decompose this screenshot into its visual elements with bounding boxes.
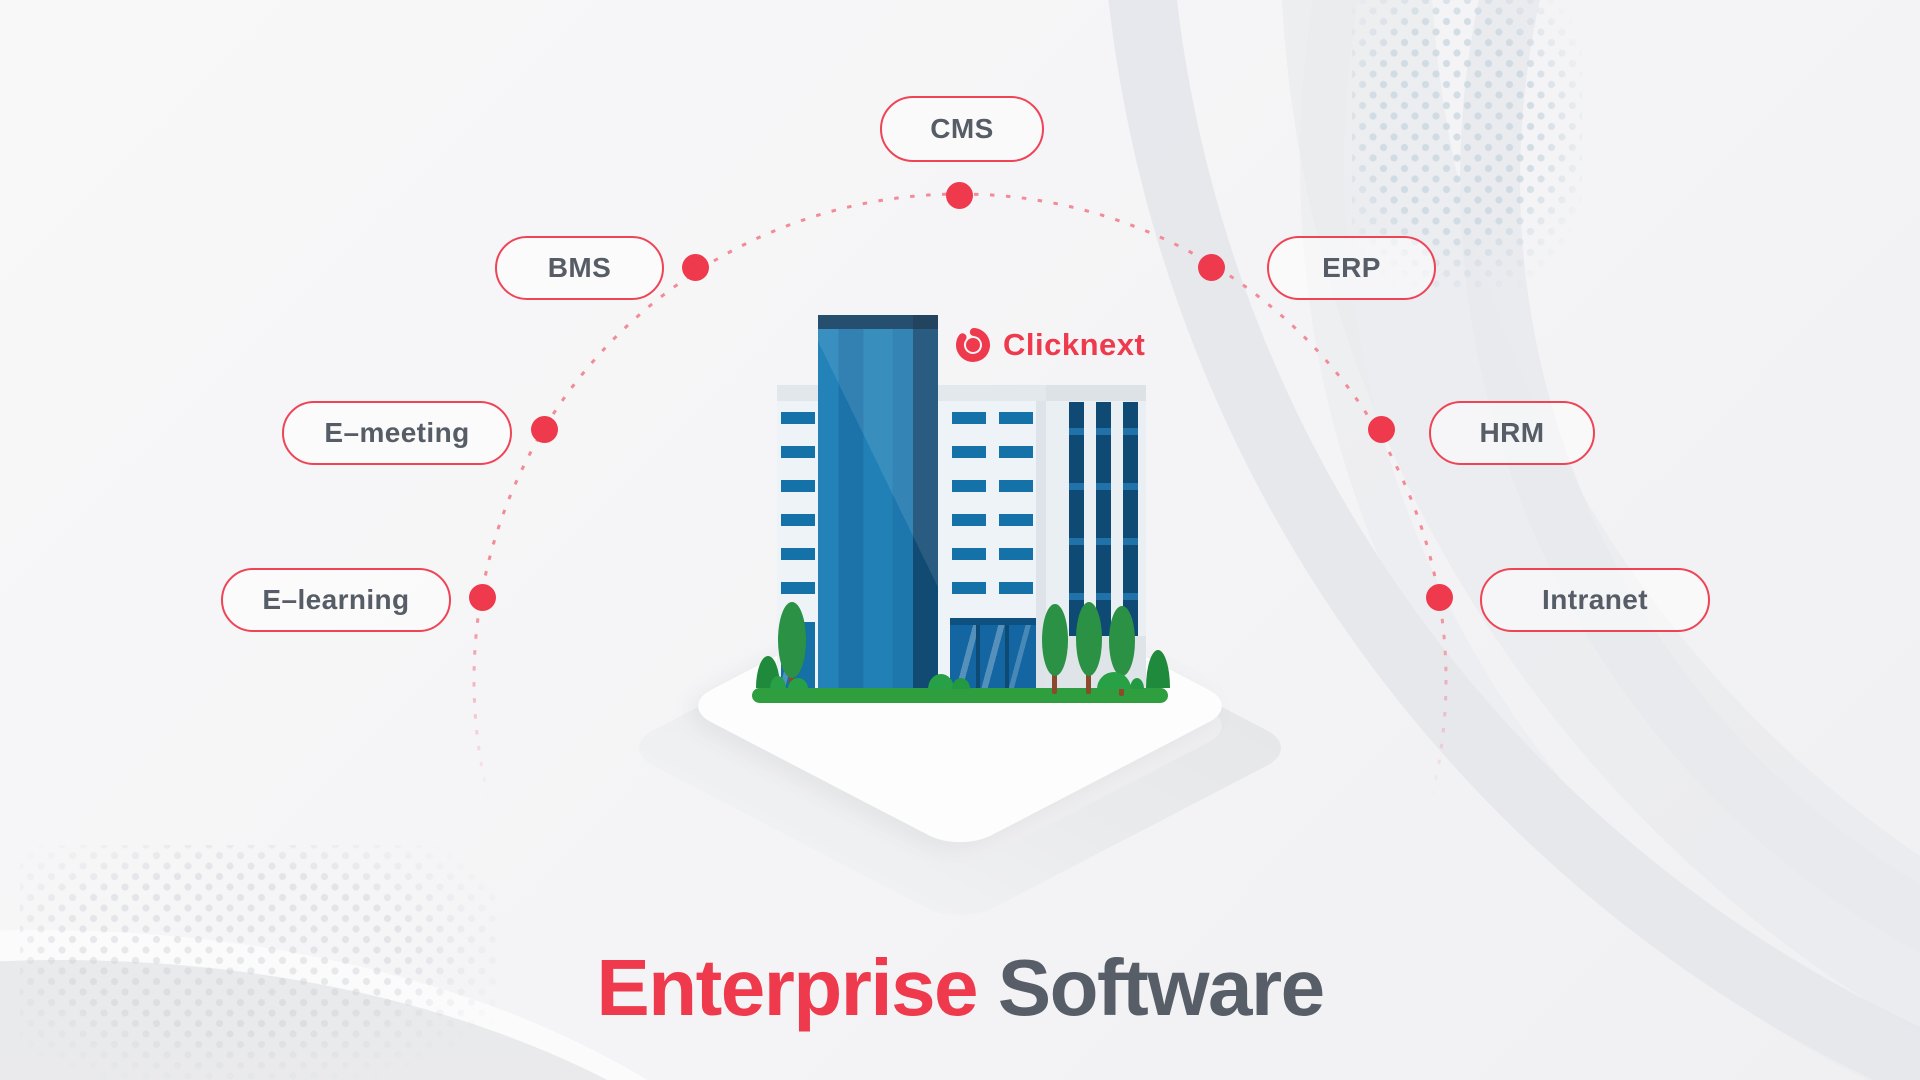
arc-dot-bms — [682, 254, 709, 281]
window-stripe — [1123, 428, 1138, 435]
window-bar — [952, 412, 986, 424]
window-bar — [952, 514, 986, 526]
window-bar — [781, 582, 815, 594]
tree — [1042, 604, 1068, 676]
window-stripe — [1123, 483, 1138, 490]
pill-cms: CMS — [880, 96, 1044, 162]
center-building — [938, 385, 1046, 702]
clicknext-ring-dot-icon — [956, 328, 990, 363]
tower-roof — [818, 315, 938, 329]
grass-strip — [752, 688, 1168, 703]
page-title: Enterprise Software — [0, 942, 1920, 1034]
roof-band — [938, 385, 1046, 401]
bush — [952, 678, 970, 689]
clicknext-logo-text: Clicknext — [1003, 327, 1146, 362]
window-pillar — [1123, 402, 1138, 636]
window-stripe — [1069, 538, 1084, 545]
entrance-glass — [950, 618, 1036, 696]
window-bar — [999, 446, 1033, 458]
window-stripe — [1096, 428, 1111, 435]
pill-intranet-label: Intranet — [1542, 584, 1648, 615]
window-bar — [999, 480, 1033, 492]
window-stripe — [1096, 538, 1111, 545]
blue-tower — [818, 315, 938, 702]
pill-e-meeting-label: E–meeting — [324, 417, 470, 448]
window-bar — [781, 514, 815, 526]
window-pillar — [1069, 402, 1084, 636]
window-stripe — [1069, 483, 1084, 490]
window-bar — [999, 548, 1033, 560]
window-bar — [781, 446, 815, 458]
arc-dot-e-meeting — [531, 416, 558, 443]
window-stripe — [1069, 593, 1084, 600]
title-rest: Software — [997, 943, 1325, 1032]
pill-bms-label: BMS — [547, 252, 612, 283]
pill-intranet: Intranet — [1480, 568, 1710, 632]
shrub — [1146, 650, 1170, 688]
bush — [928, 674, 954, 689]
window-bar — [952, 548, 986, 560]
arc-dot-e-learning — [469, 584, 496, 611]
roof-band — [1046, 385, 1146, 401]
tower-sheen — [818, 315, 938, 702]
pill-erp-label: ERP — [1322, 252, 1381, 283]
bush — [770, 676, 786, 689]
pill-erp: ERP — [1267, 236, 1436, 300]
entrance-mullion — [976, 625, 980, 696]
window-bar — [999, 412, 1033, 424]
arc-dot-erp — [1198, 254, 1225, 281]
pill-hrm-label: HRM — [1479, 417, 1545, 448]
pill-bms: BMS — [495, 236, 664, 300]
window-bar — [781, 548, 815, 560]
window-bar — [999, 582, 1033, 594]
arc-dot-hrm — [1368, 416, 1395, 443]
window-bar — [952, 582, 986, 594]
window-bar — [999, 514, 1033, 526]
bush — [788, 678, 808, 689]
clicknext-logo: Clicknext — [952, 324, 1145, 366]
window-bar — [952, 480, 986, 492]
tree — [1109, 606, 1135, 676]
pill-cms-label: CMS — [930, 113, 994, 144]
window-bar — [781, 412, 815, 424]
window-stripe — [1096, 483, 1111, 490]
wall-shadow — [1036, 401, 1046, 702]
arc-dot-cms — [946, 182, 973, 209]
window-pillar — [1096, 402, 1111, 636]
window-stripe — [1069, 428, 1084, 435]
office-building-illustration — [752, 306, 1176, 706]
window-stripe — [1123, 538, 1138, 545]
title-accent: Enterprise — [596, 943, 978, 1032]
entrance-mullion — [1005, 625, 1009, 696]
pill-e-learning-label: E–learning — [262, 584, 410, 615]
tree — [1076, 602, 1102, 676]
tree — [778, 602, 806, 678]
pill-e-learning: E–learning — [221, 568, 451, 632]
window-bar — [952, 446, 986, 458]
window-bar — [781, 480, 815, 492]
arc-dot-intranet — [1426, 584, 1453, 611]
window-stripe — [1123, 593, 1138, 600]
roof-band — [777, 385, 819, 401]
window-stripe — [1096, 593, 1111, 600]
pill-e-meeting: E–meeting — [282, 401, 512, 465]
pill-hrm: HRM — [1429, 401, 1595, 465]
